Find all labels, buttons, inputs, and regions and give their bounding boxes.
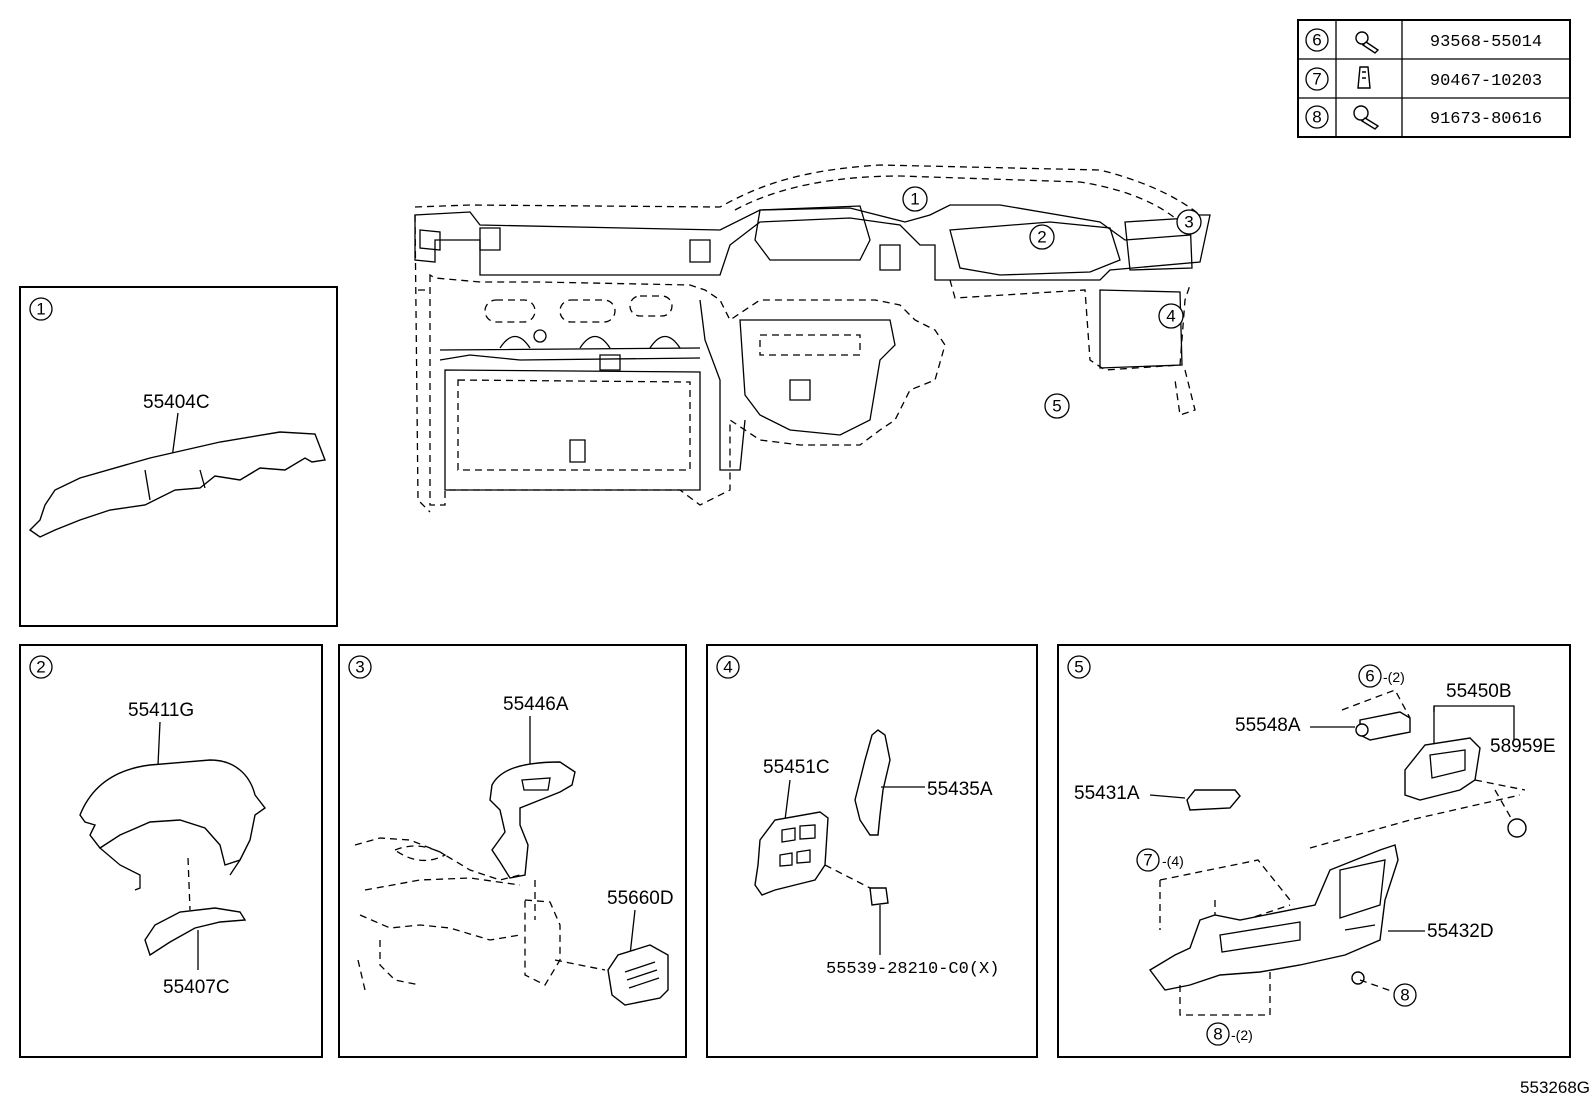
clip-58959E bbox=[1507, 818, 1527, 838]
bolt-icon bbox=[1355, 31, 1380, 54]
ref-8-bottom: 8 bbox=[1213, 1025, 1222, 1044]
part-55407C bbox=[144, 907, 247, 957]
ref-6: 6 bbox=[1365, 667, 1374, 686]
part-55435A bbox=[854, 729, 891, 836]
detail-panel-2: 2 55411G 55407C bbox=[19, 644, 323, 1058]
table-row: 6 93568-55014 bbox=[1305, 28, 1542, 54]
part-label-55435A: 55435A bbox=[927, 779, 993, 800]
part-label-55539-28210-C0X: 55539-28210-C0(X) bbox=[826, 960, 999, 979]
detail-panel-3: 3 55446A 55660D bbox=[338, 644, 687, 1058]
svg-text:1: 1 bbox=[910, 190, 919, 209]
part-55548A bbox=[1359, 711, 1411, 741]
part-55539-clip bbox=[869, 887, 889, 906]
part-label-55450B: 55450B bbox=[1446, 681, 1512, 702]
detail-panel-5: 5 55450B 6 -(2) 55548A 58959E 55431A 7 -… bbox=[1057, 644, 1571, 1058]
clip-icon bbox=[1357, 66, 1371, 89]
main-callout-1: 1 bbox=[902, 186, 928, 212]
table-part-no: 93568-55014 bbox=[1430, 33, 1542, 52]
part-55432D bbox=[1148, 844, 1399, 991]
qty-8: -(2) bbox=[1231, 1027, 1253, 1043]
svg-text:2: 2 bbox=[1037, 228, 1046, 247]
ref-8: 8 bbox=[1400, 986, 1409, 1005]
part-55404C bbox=[28, 431, 326, 538]
svg-text:3: 3 bbox=[1184, 213, 1193, 232]
main-callout-4: 4 bbox=[1158, 303, 1184, 329]
table-part-no: 90467-10203 bbox=[1430, 72, 1542, 91]
detail-panel-1: 1 55404C bbox=[19, 286, 338, 627]
table-part-no: 91673-80616 bbox=[1430, 110, 1542, 129]
screw-icon bbox=[1353, 105, 1380, 130]
part-55446A bbox=[489, 761, 576, 879]
part-label-55407C: 55407C bbox=[163, 977, 230, 998]
table-ref-6: 6 bbox=[1312, 31, 1321, 50]
part-55450B bbox=[1404, 737, 1481, 801]
screw-8 bbox=[1351, 971, 1365, 985]
table-row: 7 90467-10203 bbox=[1305, 66, 1542, 91]
panel-ref: 3 bbox=[355, 658, 364, 677]
table-ref-8: 8 bbox=[1312, 108, 1321, 127]
panel-ref: 5 bbox=[1074, 658, 1083, 677]
panel-ref: 2 bbox=[36, 658, 45, 677]
part-label-55446A: 55446A bbox=[503, 694, 569, 715]
qty-6: -(2) bbox=[1383, 669, 1405, 685]
table-ref-7: 7 bbox=[1312, 70, 1321, 89]
part-label-55451C: 55451C bbox=[763, 757, 830, 778]
part-label-55548A: 55548A bbox=[1235, 715, 1301, 736]
instrument-panel-assembly: 1 2 3 4 5 bbox=[414, 164, 1211, 513]
panel-ref: 1 bbox=[36, 300, 45, 319]
part-label-55432D: 55432D bbox=[1427, 921, 1494, 942]
fastener-table: 6 93568-55014 7 90467-10203 8 91673-8061… bbox=[1297, 19, 1571, 138]
ref-7: 7 bbox=[1143, 851, 1152, 870]
part-55431A bbox=[1186, 789, 1241, 811]
main-callout-3: 3 bbox=[1176, 209, 1202, 235]
part-label-55411G: 55411G bbox=[128, 700, 194, 721]
part-label-55660D: 55660D bbox=[607, 888, 674, 909]
detail-panel-4: 4 55451C 55435A 55539-28210-C0(X) bbox=[706, 644, 1038, 1058]
svg-text:5: 5 bbox=[1052, 397, 1061, 416]
diagram-id: 553268G bbox=[1520, 1078, 1590, 1097]
part-55411G bbox=[79, 759, 267, 866]
main-callout-2: 2 bbox=[1029, 224, 1055, 250]
part-label-55404C: 55404C bbox=[143, 392, 210, 413]
main-callout-5: 5 bbox=[1044, 393, 1070, 419]
part-55660D bbox=[607, 944, 669, 1006]
panel-ref: 4 bbox=[723, 658, 732, 677]
part-label-55431A: 55431A bbox=[1074, 783, 1140, 804]
qty-7: -(4) bbox=[1162, 853, 1184, 869]
part-label-58959E: 58959E bbox=[1490, 736, 1556, 757]
svg-text:4: 4 bbox=[1166, 307, 1175, 326]
table-row: 8 91673-80616 bbox=[1305, 105, 1542, 130]
